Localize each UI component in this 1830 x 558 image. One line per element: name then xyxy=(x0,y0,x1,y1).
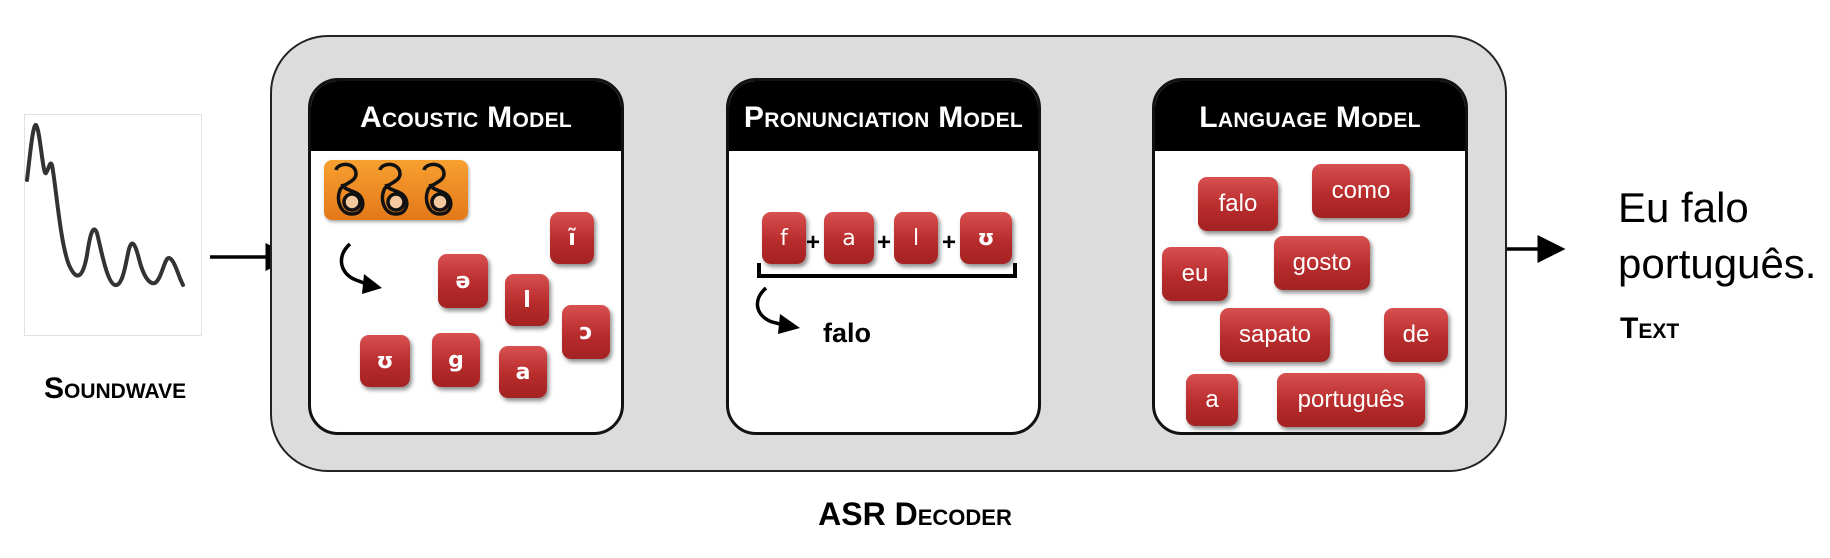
acoustic-model-title: Acoustic Model xyxy=(311,81,621,151)
pronunciation-bracket-icon xyxy=(757,263,1017,278)
word-tile: sapato xyxy=(1220,308,1330,362)
pronunciation-word: falo xyxy=(823,318,872,348)
acoustic-symbols-box xyxy=(324,160,468,220)
output-text-label: Text xyxy=(1620,312,1680,345)
acoustic-curved-arrow-icon xyxy=(339,242,382,294)
pronunciation-curved-arrow-icon xyxy=(755,286,800,334)
soundwave-graph xyxy=(25,122,185,287)
phone-tile: g xyxy=(432,333,480,387)
word-tile: falo xyxy=(1198,177,1278,231)
pronunciation-model-title: Pronunciation Model xyxy=(729,81,1038,151)
word-tile: português xyxy=(1277,373,1425,427)
asr-decoder-label: ASR Decoder xyxy=(818,496,1012,532)
phone-tile: l xyxy=(894,212,938,264)
phone-tile: ʊ xyxy=(360,335,410,387)
output-text-line-2: português. xyxy=(1618,240,1817,287)
phone-tile: a xyxy=(499,346,547,398)
soundwave-label: Soundwave xyxy=(44,372,187,405)
output-text-line-1: Eu falo xyxy=(1618,184,1749,231)
word-tile: como xyxy=(1312,164,1410,218)
word-tile: de xyxy=(1384,308,1448,362)
phone-tile: f xyxy=(762,212,806,264)
acoustic-symbols-icon xyxy=(334,162,453,216)
phone-tile: ʊ xyxy=(960,212,1012,264)
phone-tile: l xyxy=(505,274,549,326)
phone-tile: ə xyxy=(438,254,488,308)
word-tile: eu xyxy=(1162,247,1228,301)
word-tile: gosto xyxy=(1274,236,1370,290)
phone-tile: ɔ xyxy=(562,305,610,359)
plus-sign: + xyxy=(806,229,821,256)
word-tile: a xyxy=(1186,374,1238,426)
plus-sign: + xyxy=(942,229,957,256)
phone-tile: a xyxy=(824,212,874,264)
soundwave-panel xyxy=(24,114,202,336)
plus-sign: + xyxy=(877,229,892,256)
phone-tile: ĩ xyxy=(550,212,594,264)
language-model-title: Language Model xyxy=(1155,81,1465,151)
